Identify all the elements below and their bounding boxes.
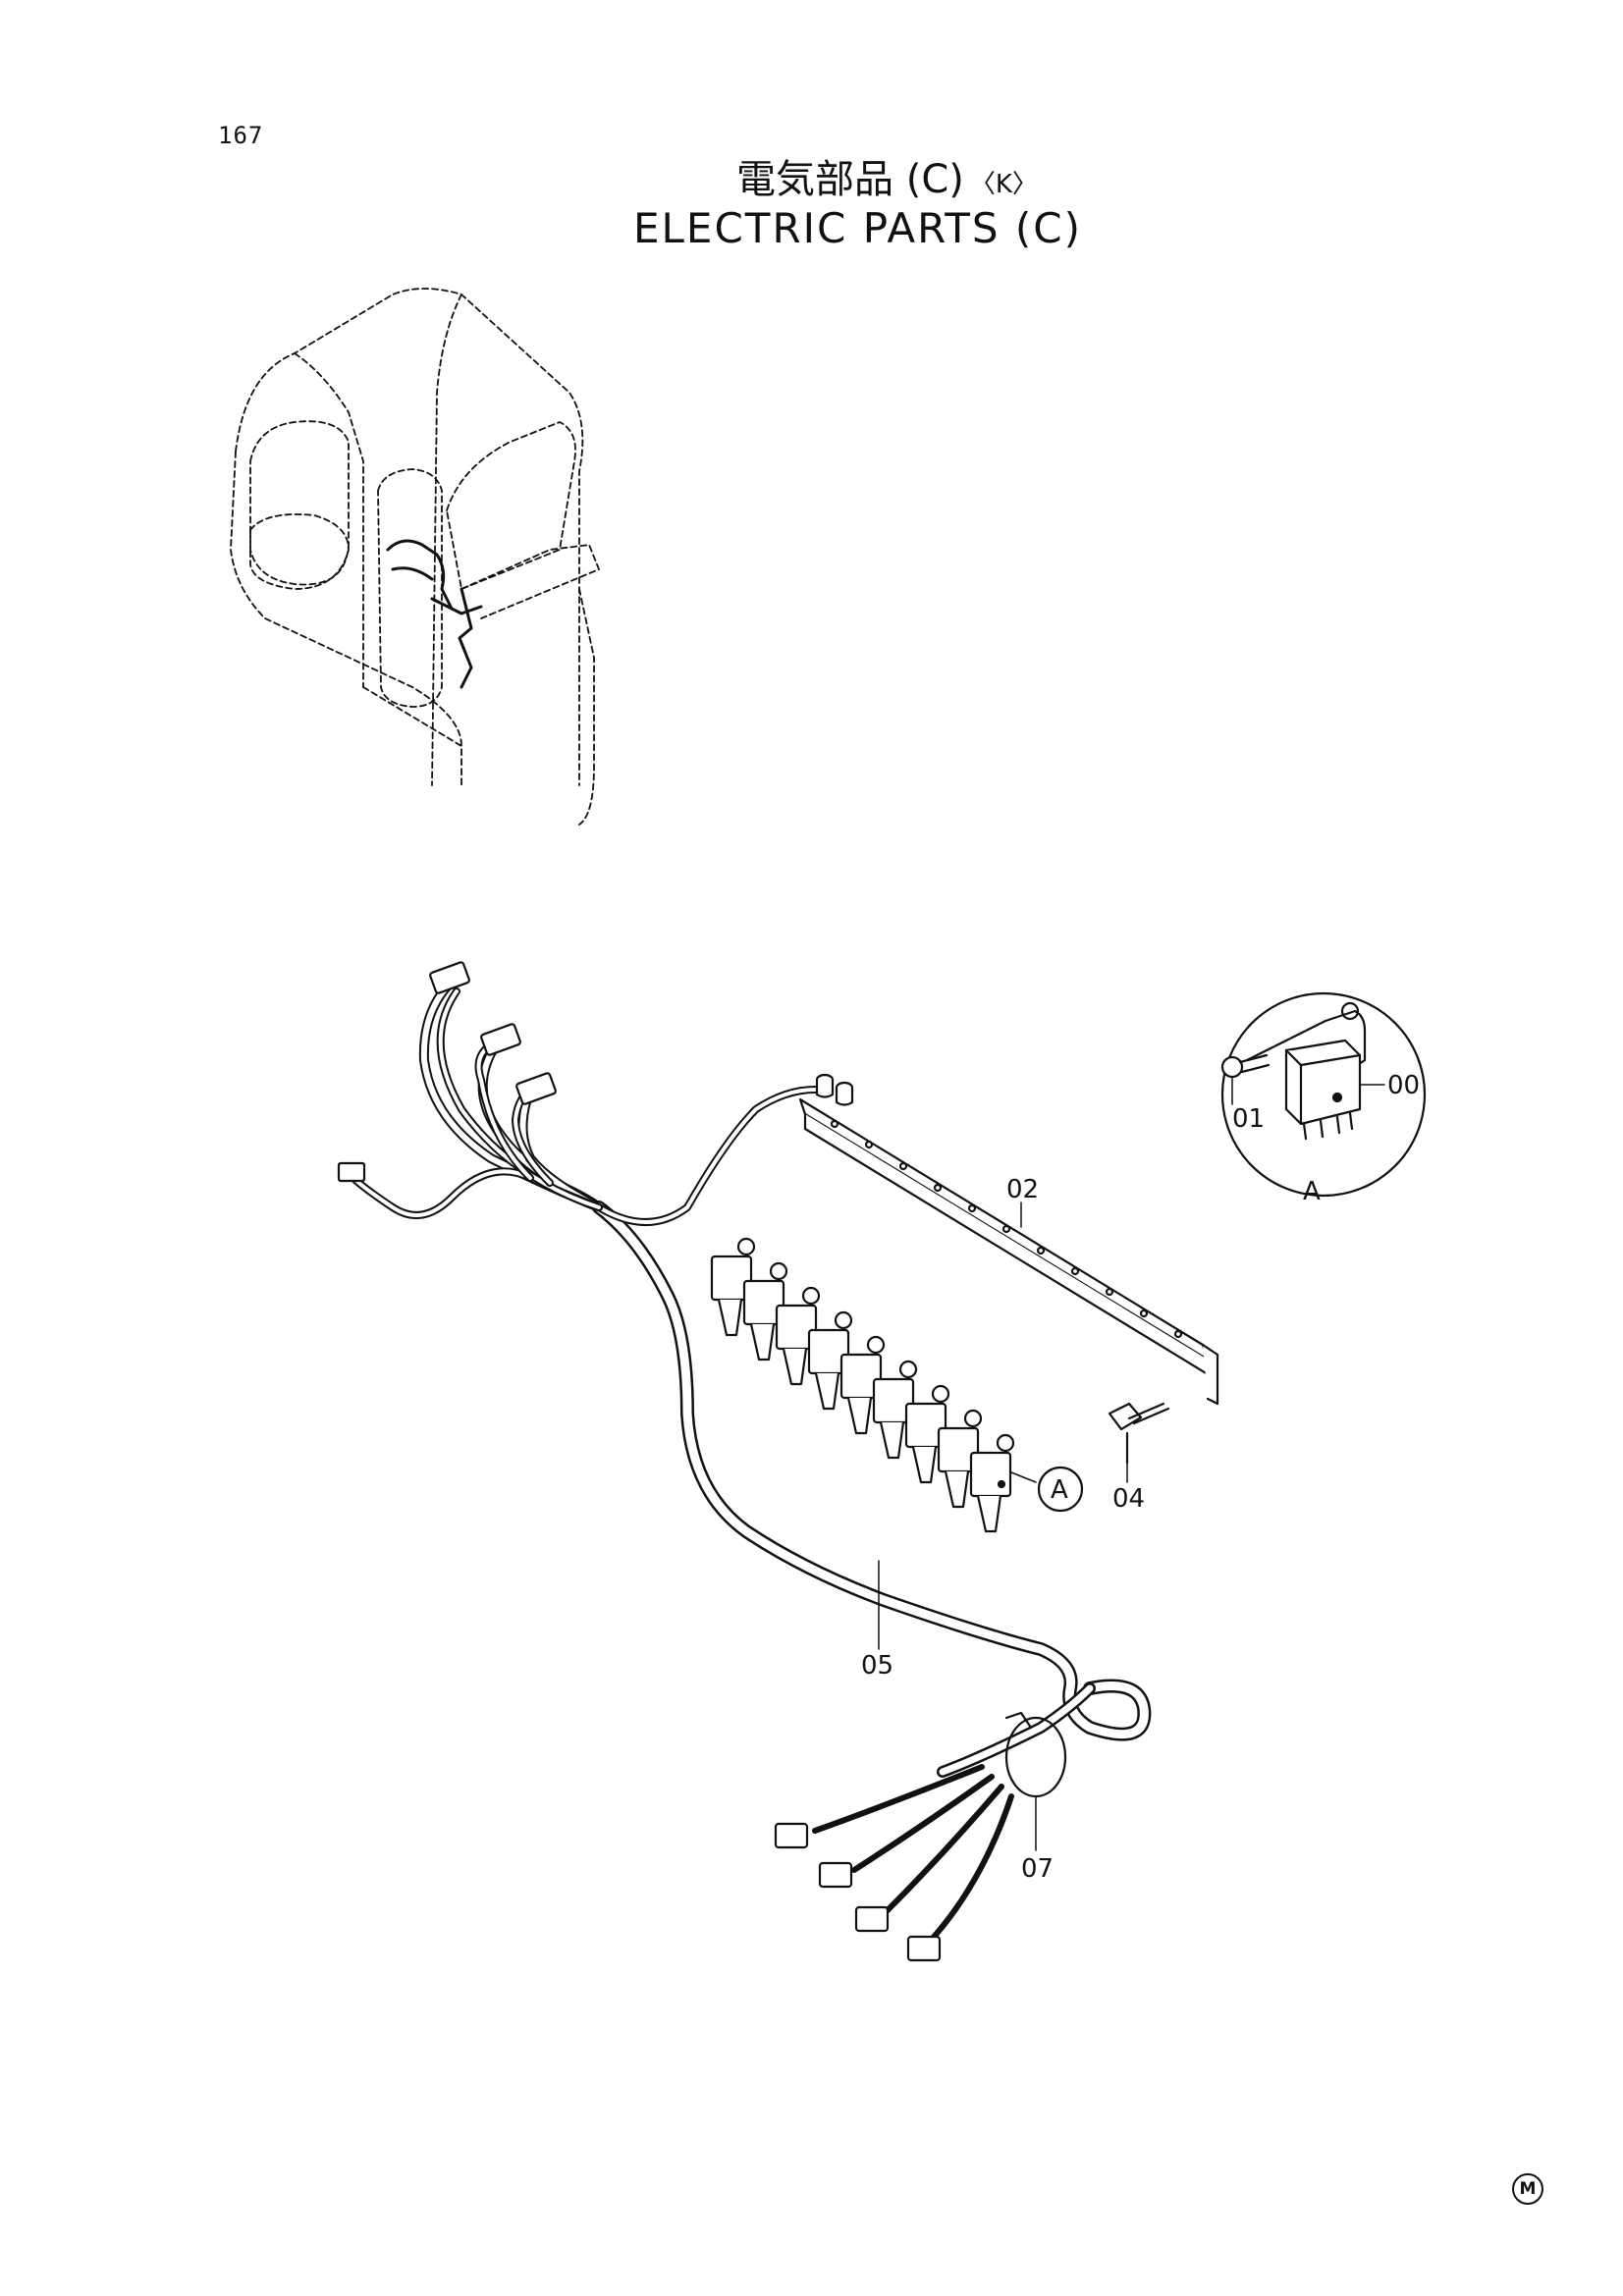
relay bbox=[904, 1384, 950, 1484]
relay bbox=[969, 1433, 1015, 1533]
callout-00: 00 bbox=[1387, 1071, 1420, 1100]
relay bbox=[775, 1286, 821, 1386]
harness-branches-bottom bbox=[774, 1764, 1014, 1962]
main-wire-harness bbox=[350, 977, 1152, 1778]
relay bbox=[839, 1335, 886, 1435]
cab-overview bbox=[230, 288, 600, 826]
harness-connectors-top bbox=[337, 961, 854, 1183]
detail-a-ref-label: A bbox=[1051, 1475, 1068, 1505]
cab-harness-sketch bbox=[386, 539, 483, 689]
relay-row bbox=[710, 1237, 1015, 1533]
page-number: 167 bbox=[218, 122, 264, 149]
title-variant: 〈K〉 bbox=[969, 170, 1038, 199]
detail-a-ref-circle bbox=[1037, 1466, 1084, 1513]
callout-05: 05 bbox=[861, 1651, 893, 1681]
callout-01: 01 bbox=[1232, 1104, 1265, 1134]
relay bbox=[710, 1237, 756, 1337]
bolt-04 bbox=[1108, 1402, 1170, 1465]
callout-04: 04 bbox=[1112, 1484, 1145, 1514]
callout-02: 02 bbox=[1006, 1175, 1039, 1204]
detail-a-label: A bbox=[1303, 1177, 1321, 1206]
relay bbox=[937, 1409, 983, 1509]
relay bbox=[872, 1360, 918, 1460]
relay bbox=[742, 1261, 788, 1362]
bracket bbox=[798, 1097, 1219, 1406]
leader-lines bbox=[878, 1076, 1385, 1851]
title-japanese: 電気部品 (C)〈K〉 bbox=[736, 147, 1038, 204]
footer-mark: M bbox=[1512, 2173, 1543, 2205]
detail-a-view bbox=[1220, 991, 1427, 1198]
title-japanese-text: 電気部品 (C) bbox=[736, 157, 964, 202]
callout-07: 07 bbox=[1021, 1854, 1054, 1884]
title-english: ELECTRIC PARTS (C) bbox=[633, 204, 1082, 252]
relay bbox=[807, 1310, 853, 1411]
